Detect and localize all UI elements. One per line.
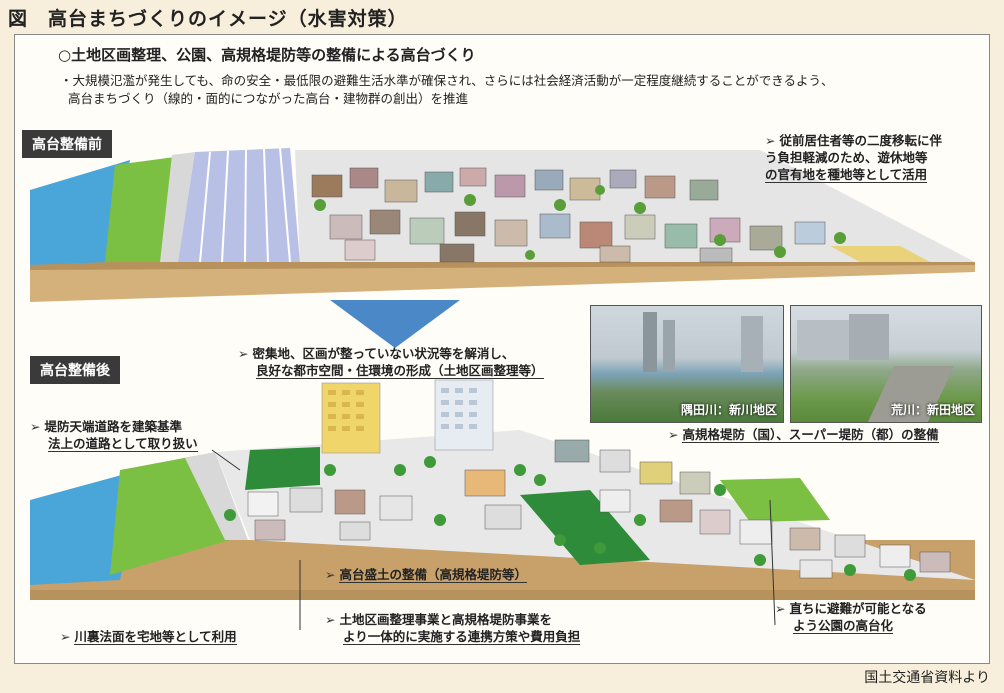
- arrow-icon: ➢: [765, 133, 776, 148]
- arrow-icon: ➢: [325, 567, 336, 582]
- note-back-slope: ➢川裏法面を宅地等として利用: [60, 629, 237, 645]
- photo-sumida-caption: 隅田川：新川地区: [680, 403, 777, 417]
- note-former-residents: ➢従前居住者等の二度移転に伴 う負担軽減のため、遊休地等 の官有地を種地等として…: [765, 133, 942, 183]
- arrow-icon: ➢: [238, 346, 249, 361]
- note-super-levee: ➢高規格堤防（国）、スーパー堤防（都）の整備: [668, 427, 939, 443]
- arrow-icon: ➢: [668, 427, 679, 442]
- before-label: 高台整備前: [22, 130, 112, 158]
- arrow-icon: ➢: [60, 629, 71, 644]
- description-line1: ・大規模氾濫が発生しても、命の安全・最低限の避難生活水準が確保され、さらには社会…: [60, 73, 834, 88]
- note-park: ➢直ちに避難が可能となる よう公園の高台化: [775, 601, 927, 634]
- description: ・大規模氾濫が発生しても、命の安全・最低限の避難生活水準が確保され、さらには社会…: [60, 72, 834, 108]
- transition-arrow: [330, 300, 460, 348]
- figure-title: 図 高台まちづくりのイメージ（水害対策）: [8, 8, 408, 30]
- note-cooperation: ➢土地区画整理事業と高規格堤防事業を より一体的に実施する連携方策や費用負担: [325, 612, 581, 645]
- after-scene: [30, 379, 975, 600]
- note-dense-area: ➢密集地、区画が整っていない状況等を解消し、 良好な都市空間・住環境の形成（土地…: [238, 346, 544, 379]
- after-label: 高台整備後: [30, 356, 120, 384]
- description-line2: 高台まちづくり（線的・面的につながった高台・建物群の創出）を推進: [68, 91, 469, 106]
- vacant-lot: [830, 246, 930, 262]
- photo-sumida: 隅田川：新川地区: [590, 305, 784, 423]
- note-embankment: ➢高台盛土の整備（高規格堤防等）: [325, 567, 527, 583]
- source-credit: 国土交通省資料より: [864, 670, 990, 686]
- arrow-icon: ➢: [30, 419, 41, 434]
- note-levee-road: ➢堤防天端道路を建築基準 法上の道路として取り扱い: [30, 419, 198, 452]
- main-heading: ○土地区画整理、公園、高規格堤防等の整備による高台づくり: [58, 46, 476, 64]
- before-scene: [30, 147, 975, 302]
- park-green: [520, 490, 650, 565]
- river-before: [30, 160, 130, 265]
- photo-arakawa: 荒川：新田地区: [790, 305, 982, 423]
- photo-arakawa-caption: 荒川：新田地区: [890, 403, 975, 417]
- arrow-icon: ➢: [325, 612, 336, 627]
- arrow-icon: ➢: [775, 601, 786, 616]
